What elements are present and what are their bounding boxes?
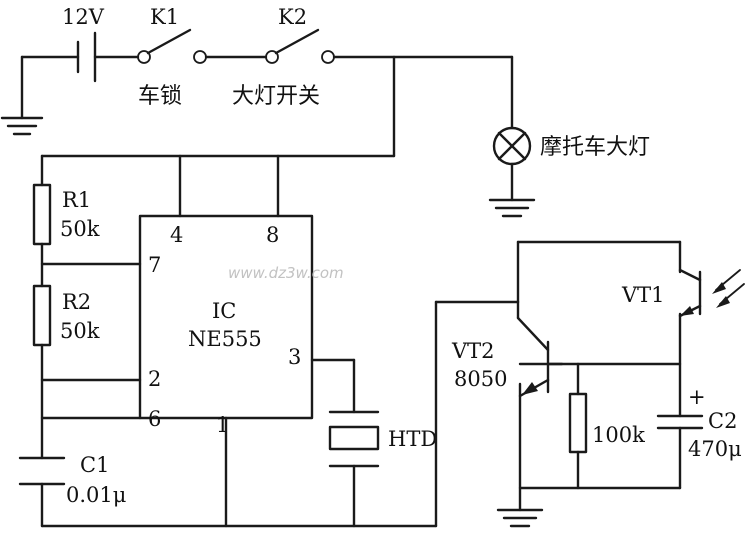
- lamp-description: 摩托车大灯: [540, 135, 650, 160]
- buzzer-htd: [328, 410, 380, 468]
- switch-k1: [137, 28, 207, 64]
- k1-label: K1: [150, 5, 179, 29]
- capacitor-c2: [656, 414, 704, 430]
- pin-1-label: 1: [216, 413, 229, 437]
- vt2-model: 8050: [454, 367, 507, 391]
- ic-ne555: [138, 154, 314, 420]
- htd-label: HTD: [388, 427, 437, 451]
- watermark: www.dz3w.com: [228, 264, 344, 282]
- k1-description: 车锁: [138, 84, 182, 109]
- c1-label: C1: [80, 453, 109, 477]
- r1-value: 50k: [60, 217, 100, 241]
- c2-label: C2: [708, 409, 737, 433]
- pin-6-label: 6: [148, 407, 161, 431]
- c2-polarity: +: [688, 385, 706, 409]
- top-left-ground-symbol: [0, 116, 44, 136]
- pin-3-label: 3: [288, 345, 301, 369]
- battery-symbol: [76, 31, 97, 83]
- resistor-100k-value: 100k: [592, 423, 645, 447]
- lamp-ground-symbol: [488, 198, 536, 218]
- r1-label: R1: [62, 188, 91, 212]
- vt1-label: VT1: [621, 283, 665, 307]
- c2-value: 470μ: [688, 437, 742, 461]
- resistor-100k: [568, 392, 588, 454]
- pin-8-label: 8: [266, 223, 279, 247]
- ic-model: NE555: [188, 327, 262, 351]
- vt2-label: VT2: [451, 339, 495, 363]
- bottom-right-ground-symbol: [496, 508, 544, 528]
- phototransistor-vt1: [678, 268, 745, 318]
- battery-label: 12V: [62, 5, 105, 29]
- resistor-r1: [32, 183, 52, 246]
- pin-2-label: 2: [148, 367, 161, 391]
- transistor-vt2: [516, 300, 564, 398]
- right-wiring: [434, 240, 682, 528]
- switch-k2: [265, 28, 335, 64]
- capacitor-c1: [18, 456, 66, 486]
- resistor-r2: [32, 284, 52, 347]
- ic-label: IC: [212, 299, 236, 323]
- c1-value: 0.01μ: [66, 483, 126, 507]
- k2-description: 大灯开关: [232, 84, 320, 109]
- pin-7-label: 7: [148, 253, 161, 277]
- k2-label: K2: [278, 5, 307, 29]
- top-supply-wiring: [20, 55, 514, 202]
- lamp-symbol: [492, 126, 532, 166]
- r2-value: 50k: [60, 319, 100, 343]
- pin-4-label: 4: [170, 223, 183, 247]
- left-timing-wiring: [40, 154, 438, 528]
- r2-label: R2: [62, 290, 91, 314]
